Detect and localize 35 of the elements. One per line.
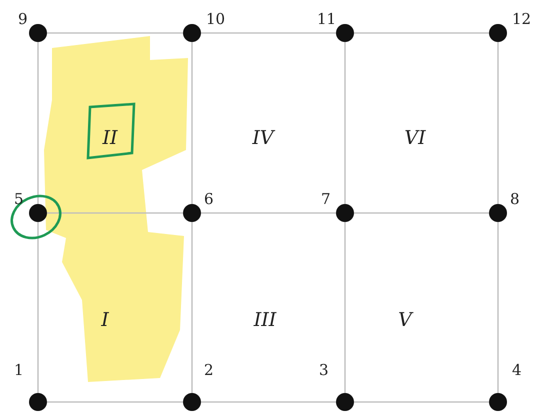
element-label: II xyxy=(102,128,118,148)
node-number: 12 xyxy=(512,11,532,27)
node-number: 7 xyxy=(321,191,331,207)
node-number: 11 xyxy=(317,11,336,27)
mesh-edge xyxy=(47,401,183,403)
element-label: IV xyxy=(252,128,274,148)
mesh-edge xyxy=(191,42,193,204)
node-number: 8 xyxy=(510,191,520,207)
mesh-edge xyxy=(497,222,499,393)
node-number: 3 xyxy=(319,362,329,378)
node-number: 5 xyxy=(14,191,24,207)
element-label: I xyxy=(101,310,109,330)
node-number: 9 xyxy=(18,11,28,27)
mesh-edge xyxy=(344,42,346,204)
node-number: 10 xyxy=(206,11,226,27)
mesh-edge xyxy=(201,32,336,34)
mesh-edge xyxy=(354,32,489,34)
mesh-edge xyxy=(497,42,499,204)
node-number: 2 xyxy=(204,362,214,378)
node-number: 6 xyxy=(204,191,214,207)
mesh-edge xyxy=(344,222,346,393)
mesh-edge xyxy=(201,212,336,214)
element-label: VI xyxy=(404,128,426,148)
node-number: 1 xyxy=(14,362,24,378)
mesh-edge xyxy=(37,42,39,204)
mesh-edge xyxy=(354,212,489,214)
mesh-edge xyxy=(37,222,39,393)
element-label: V xyxy=(398,310,412,330)
mesh-edge xyxy=(191,222,193,393)
node-number: 4 xyxy=(512,362,522,378)
element-label: III xyxy=(254,310,276,330)
mesh-edge xyxy=(47,32,183,34)
mesh-edge xyxy=(354,401,489,403)
mesh-edge xyxy=(201,401,336,403)
mesh-edge xyxy=(47,212,183,214)
